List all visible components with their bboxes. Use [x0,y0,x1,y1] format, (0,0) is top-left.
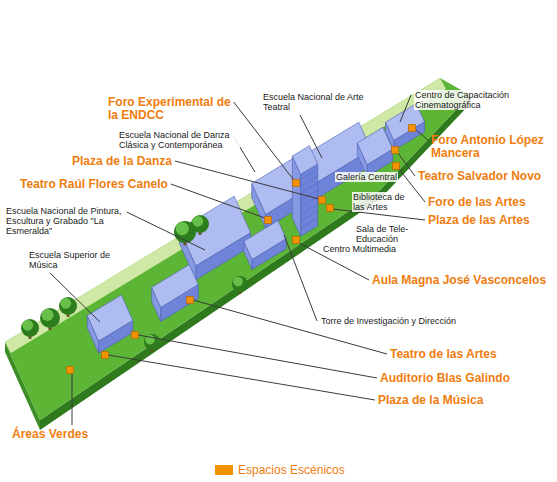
legend-text: Espacios Escénicos [238,463,345,477]
venue-marker [132,332,139,339]
building-label: Escuela Superior de Música [28,250,120,270]
tree-crown [191,215,209,233]
leader-line [284,235,317,321]
venue-marker [187,297,194,304]
building-label: Biblioteca de las Artes [352,192,412,212]
leader-line [108,355,375,400]
leader-line [125,211,205,250]
venue-marker [293,180,300,187]
venue-label: Teatro Salvador Novo [418,170,541,183]
building-label: Centro de Capacitación Cinematográfica [414,90,516,110]
venue-label: Teatro de las Artes [390,348,497,361]
tree-highlight [22,320,33,331]
leader-line [416,130,428,140]
venue-label: Plaza de la Música [378,394,483,407]
ground [5,78,470,420]
tree-crown [59,297,77,315]
tree-highlight [192,216,203,227]
building-roof [152,265,199,308]
venue-markers [67,125,416,374]
building-roof [292,146,317,175]
venue-marker [265,217,272,224]
tower-floor [301,169,318,179]
venue-marker [327,205,334,212]
building-label: Escuela Nacional de Pintura, Escultura y… [5,206,127,236]
venue-label: Plaza de las Artes [428,214,530,227]
tree-highlight [42,309,54,321]
venue-label: Auditorio Blas Galindo [380,372,510,385]
building-label: Galería Central [335,172,398,182]
building-roof [244,221,286,260]
venue-label: Teatro Raúl Flores Canelo [20,178,168,191]
tree-highlight [176,222,189,235]
venue-marker [102,352,109,359]
building-roof [87,295,133,341]
venue-marker [293,237,300,244]
leader-line [400,95,411,122]
venue-marker [393,163,400,170]
venue-label: Aula Magna José Vasconcelos [372,274,546,287]
tree-highlight [60,298,71,309]
venue-label: Foro de las Artes [428,196,526,209]
building-label: Escuela Nacional de Danza Clásica y Cont… [118,130,240,150]
building-label: Torre de Investigación y Dirección [320,316,457,326]
venue-marker [319,197,326,204]
venue-marker [409,125,416,132]
leader-line [72,374,73,425]
leader-line [234,102,296,183]
leader-line [398,153,415,176]
venue-label: Foro Antonio López Mancera [431,134,551,160]
tree-crown [40,308,60,328]
tree-highlight [233,277,243,287]
building-front [301,164,318,236]
venue-label: Áreas Verdes [12,428,88,441]
tree-crown [21,319,39,337]
leader-line [171,184,265,218]
building-label: Centro Multimedia [322,244,397,254]
building-roof [357,127,392,164]
venue-marker [392,147,399,154]
leader-line [138,335,377,378]
building-label: Escuela Nacional de Arte Teatral [262,92,376,112]
building-label: Sala de Tele-Educación [355,224,427,244]
leader-line [300,115,322,158]
venue-label: Plaza de la Danza [72,155,172,168]
venue-marker [67,367,74,374]
venue-label: Foro Experimental de la ENDCC [108,96,238,122]
legend-swatch [215,465,233,475]
leader-line [50,273,100,322]
ground-strip [5,78,446,353]
leader-line [193,300,387,354]
tree-crown [232,276,248,292]
